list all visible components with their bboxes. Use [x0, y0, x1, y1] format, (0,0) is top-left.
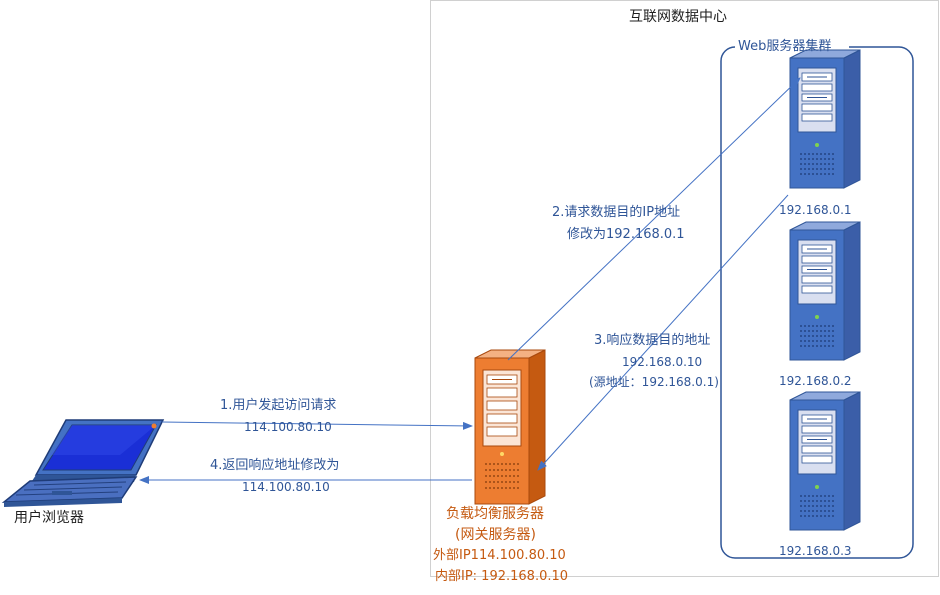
- load-balancer-subtitle: (网关服务器): [455, 527, 536, 543]
- server-ip-2: 192.168.0.2: [779, 374, 852, 388]
- load-balancer-name: 负载均衡服务器: [446, 506, 544, 522]
- datacenter-title: 互联网数据中心: [629, 9, 727, 25]
- step2-label: 2.请求数据目的IP地址: [552, 205, 681, 220]
- load-balancer-internal-ip: 内部IP: 192.168.0.10: [435, 569, 569, 584]
- load-balancer-external-ip: 外部IP114.100.80.10: [433, 548, 566, 563]
- laptop-icon: [1, 419, 165, 507]
- step3-ip: 192.168.0.10: [622, 355, 703, 369]
- client-name: 用户浏览器: [14, 510, 84, 526]
- step1-ip: 114.100.80.10: [244, 420, 332, 434]
- step3-source: (源地址：192.168.0.1): [589, 375, 719, 389]
- step4-label: 4.返回响应地址修改为: [210, 458, 340, 473]
- server-ip-3: 192.168.0.3: [779, 544, 852, 558]
- arrow-step2-forward: [507, 77, 801, 361]
- web-server-2: [789, 221, 861, 361]
- step3-label: 3.响应数据目的地址: [594, 333, 711, 348]
- web-server-3: [789, 391, 861, 531]
- step2-detail: 修改为192.168.0.1: [567, 227, 685, 242]
- arrow-step3-return: [537, 194, 789, 471]
- step1-label: 1.用户发起访问请求: [220, 398, 337, 413]
- load-balancer-server: [474, 349, 546, 505]
- step4-ip: 114.100.80.10: [242, 480, 330, 494]
- cluster-title: Web服务器集群: [738, 39, 832, 54]
- arrow-step1-request: [161, 421, 473, 430]
- datacenter-boundary: [430, 0, 939, 577]
- web-server-1: [789, 49, 861, 189]
- server-ip-1: 192.168.0.1: [779, 203, 852, 217]
